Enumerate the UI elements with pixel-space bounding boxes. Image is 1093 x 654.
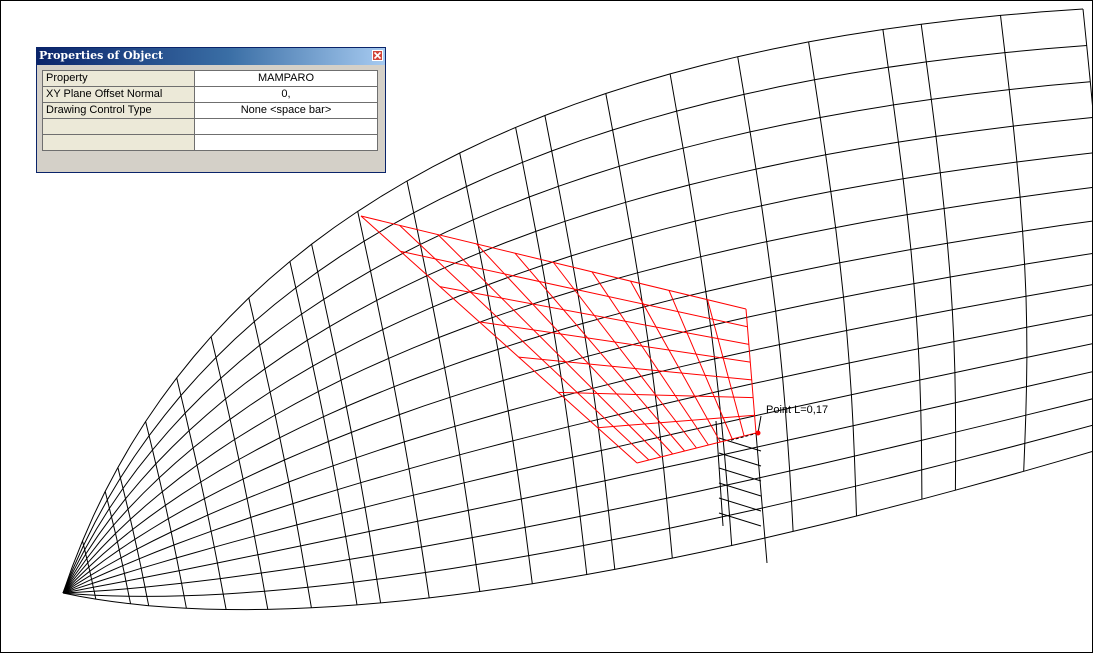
hull-station bbox=[544, 115, 616, 570]
section-plane-line bbox=[558, 391, 754, 399]
palette-title: Properties of Object bbox=[39, 49, 164, 62]
hull-station bbox=[104, 491, 132, 604]
hull-station bbox=[737, 56, 794, 532]
close-icon[interactable] bbox=[372, 50, 383, 61]
section-plane-line bbox=[630, 280, 721, 443]
property-value[interactable]: MAMPARO bbox=[194, 70, 378, 87]
hull-station bbox=[145, 421, 187, 609]
property-name: Drawing Control Type bbox=[42, 102, 195, 119]
property-name bbox=[42, 118, 195, 135]
section-plane-line bbox=[476, 243, 674, 455]
section-plane-line bbox=[707, 299, 745, 437]
property-name: XY Plane Offset Normal bbox=[42, 86, 195, 103]
hull-station bbox=[808, 41, 857, 517]
section-plane-line bbox=[437, 234, 662, 458]
property-name bbox=[42, 134, 195, 151]
hull-station bbox=[248, 297, 312, 608]
section-cut-line bbox=[718, 437, 762, 452]
point-leader-line bbox=[727, 432, 759, 442]
hull-station bbox=[82, 540, 97, 600]
property-row[interactable]: Property MAMPARO bbox=[42, 70, 378, 87]
section-plane-line bbox=[597, 414, 755, 429]
hull-waterline bbox=[62, 314, 1093, 594]
hull-station bbox=[357, 211, 430, 598]
section-cut-line bbox=[718, 467, 762, 482]
hull-waterline bbox=[62, 450, 1093, 611]
hull-station bbox=[515, 127, 588, 575]
property-value[interactable]: None <space bar> bbox=[194, 102, 378, 119]
property-value[interactable]: 0, bbox=[194, 86, 378, 103]
section-plane-grid[interactable] bbox=[360, 215, 757, 464]
hull-station bbox=[289, 261, 358, 605]
property-row[interactable]: Drawing Control Type None <space bar> bbox=[42, 102, 378, 119]
property-value[interactable] bbox=[194, 134, 378, 151]
hull-waterline bbox=[62, 152, 1093, 594]
section-cut-line bbox=[715, 420, 724, 527]
hull-station bbox=[1000, 15, 1028, 472]
section-plane-line bbox=[400, 250, 748, 328]
hull-station bbox=[1082, 8, 1093, 117]
section-cut-line bbox=[718, 497, 762, 512]
hull-station bbox=[117, 467, 150, 606]
hull-waterline bbox=[62, 186, 1093, 594]
point-tick-line bbox=[757, 415, 762, 434]
property-row[interactable] bbox=[42, 118, 378, 135]
hull-station bbox=[605, 93, 673, 559]
section-plane-line bbox=[668, 290, 733, 440]
property-row[interactable]: XY Plane Offset Normal 0, bbox=[42, 86, 378, 103]
section-plane-line bbox=[360, 215, 747, 310]
section-plane-line bbox=[636, 432, 757, 464]
hull-station bbox=[406, 180, 481, 592]
hull-station bbox=[210, 336, 269, 610]
point-marker-group bbox=[727, 415, 762, 442]
section-cut-line bbox=[755, 432, 768, 564]
palette-titlebar[interactable]: Properties of Object bbox=[37, 48, 385, 65]
hull-station bbox=[920, 24, 957, 491]
section-plane-line bbox=[553, 262, 697, 449]
section-plane-line bbox=[479, 321, 751, 363]
hull-waterline bbox=[62, 116, 1093, 594]
section-cut-line bbox=[718, 512, 762, 527]
properties-palette[interactable]: Properties of Object Property MAMPARO XY… bbox=[36, 47, 386, 173]
section-cut-line bbox=[718, 482, 762, 497]
section-cut-line bbox=[718, 452, 762, 467]
property-name: Property bbox=[42, 70, 195, 87]
section-plane-line bbox=[514, 252, 685, 452]
hull-waterline bbox=[62, 252, 1093, 594]
hull-station bbox=[459, 152, 533, 584]
section-plane-line bbox=[439, 286, 749, 345]
hull-station bbox=[176, 377, 227, 610]
property-row[interactable] bbox=[42, 134, 378, 151]
property-grid: Property MAMPARO XY Plane Offset Normal … bbox=[42, 70, 378, 151]
section-plane-line bbox=[360, 215, 638, 464]
property-value[interactable] bbox=[194, 118, 378, 135]
point-marker[interactable] bbox=[755, 430, 761, 436]
section-plane-line bbox=[399, 224, 650, 461]
hull-waterline bbox=[62, 343, 1093, 594]
hull-station bbox=[311, 244, 382, 603]
section-plane-line bbox=[591, 271, 709, 446]
hull-station bbox=[669, 73, 733, 546]
hull-station bbox=[882, 29, 923, 500]
section-plane-line bbox=[745, 308, 757, 434]
hull-waterline bbox=[62, 371, 1093, 594]
point-length-label: Point L=0,17 bbox=[766, 404, 829, 416]
section-plane-line bbox=[518, 356, 752, 381]
